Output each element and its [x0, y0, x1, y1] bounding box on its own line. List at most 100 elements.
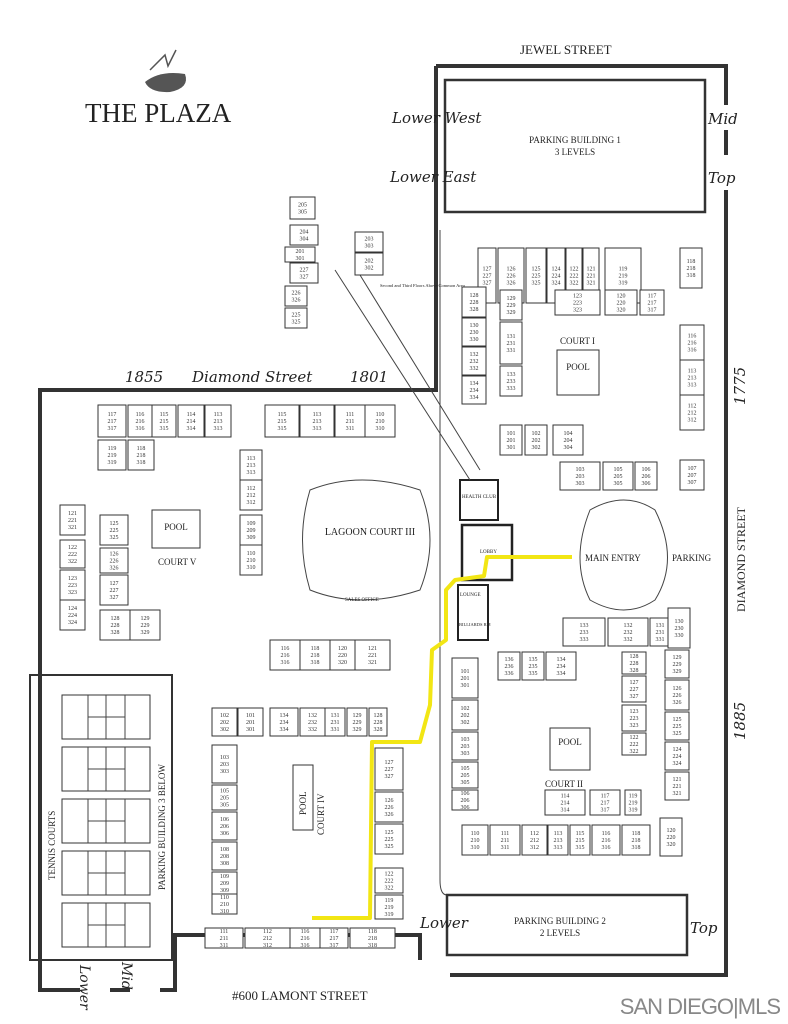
- parking-2-top: Top: [690, 919, 718, 937]
- parking-building-2: [445, 893, 689, 957]
- pool-label: POOL: [566, 362, 590, 372]
- parking-building-2-label: PARKING BUILDING 2: [514, 916, 606, 926]
- parking-1-top: Top: [708, 169, 736, 187]
- pool-court-5: [151, 509, 201, 549]
- parking-building-1-levels: 3 LEVELS: [555, 147, 595, 157]
- street-diamond-west: Diamond Street: [191, 368, 313, 386]
- parking-building-2-levels: 2 LEVELS: [540, 928, 580, 938]
- street-number-1775: 1775: [731, 367, 749, 405]
- pool-court-2: [549, 727, 591, 771]
- logo-title: THE PLAZA: [85, 98, 232, 128]
- health-club-label: HEALTH CLUB: [462, 495, 497, 500]
- lobby: [460, 523, 514, 582]
- court-1-label: COURT I: [560, 336, 595, 346]
- parking-3-mid: Mid: [118, 961, 134, 990]
